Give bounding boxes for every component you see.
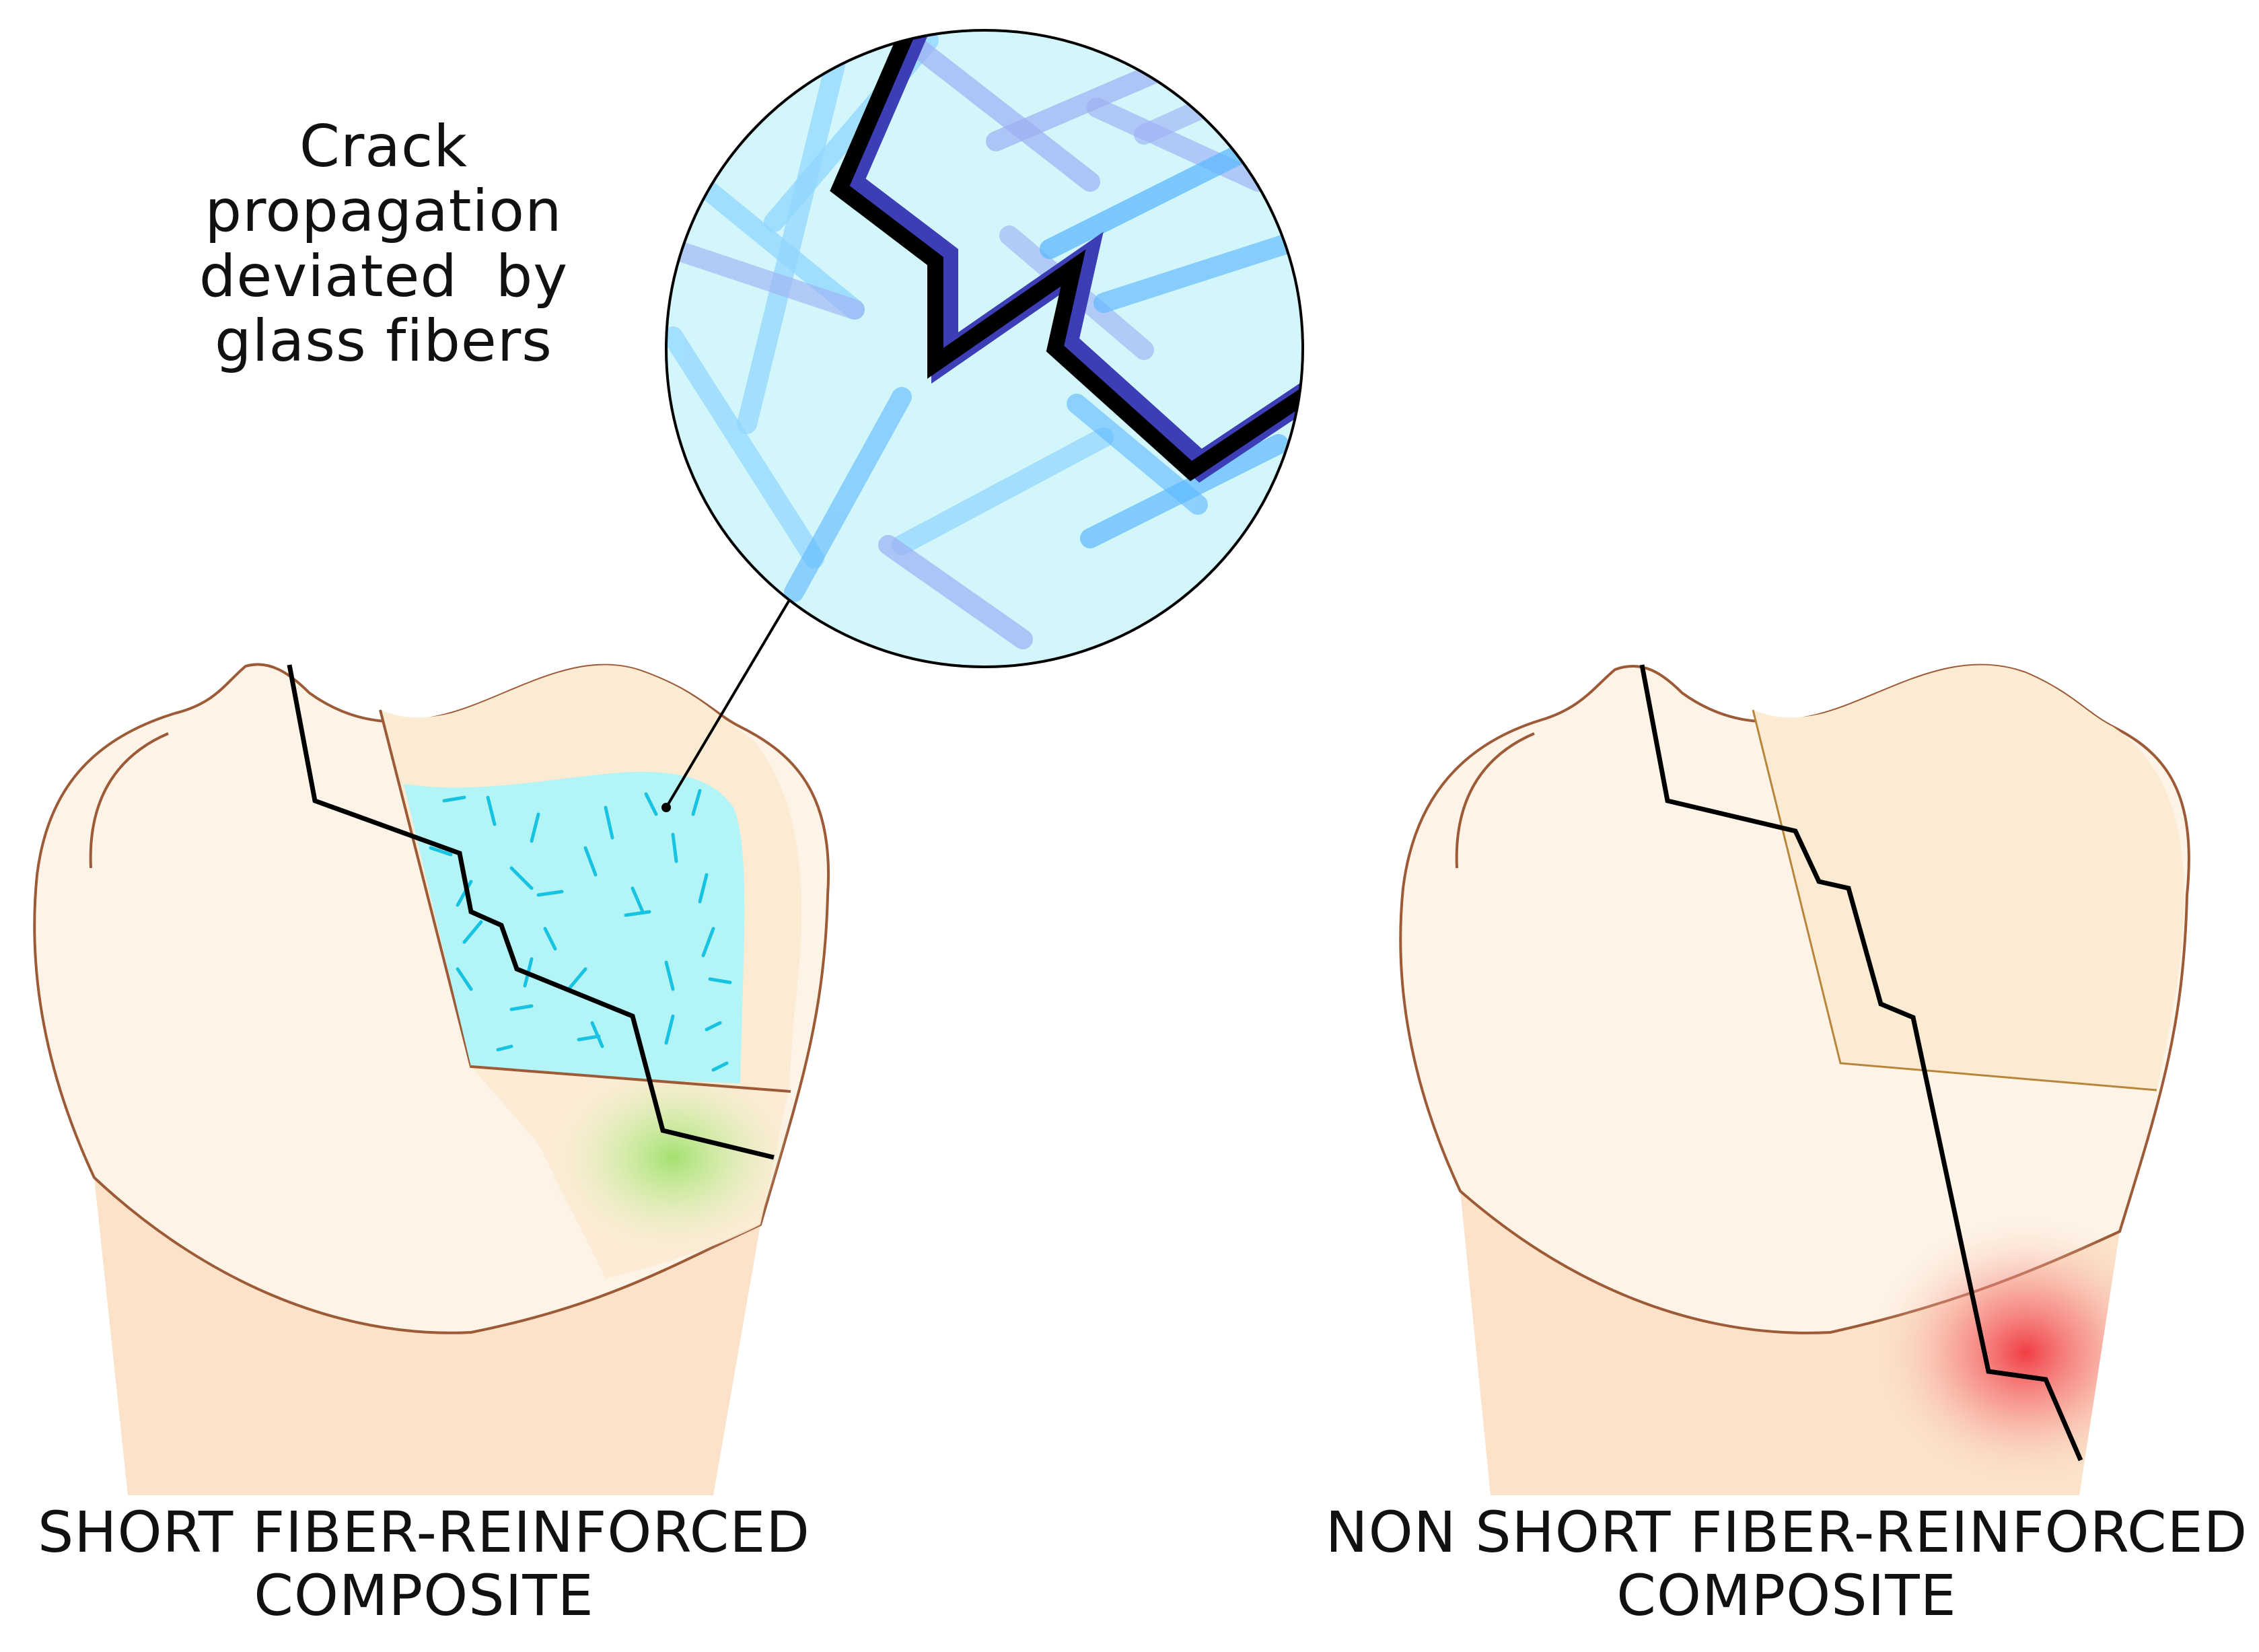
left-stress-glow-green xyxy=(545,1056,801,1258)
callout-line-4: glass fibers xyxy=(215,307,552,375)
right-stress-glow-red xyxy=(1871,1218,2180,1487)
magnifier xyxy=(665,29,1304,668)
left-tooth xyxy=(33,591,830,1495)
caption-right-line-2: COMPOSITE xyxy=(1616,1563,1957,1629)
magnifier-crack xyxy=(830,30,1303,482)
magnifier-outline xyxy=(665,29,1304,668)
left-crack xyxy=(287,664,775,1160)
left-fiber-dashes xyxy=(429,789,732,1072)
left-tooth-root xyxy=(94,1178,760,1495)
callout-line-2: propagation xyxy=(205,178,563,246)
right-restoration xyxy=(1753,665,2184,1090)
left-restoration-base-line xyxy=(470,1065,791,1093)
right-tooth xyxy=(1399,663,2190,1495)
callout-text: Crack propagation deviated by glass fibe… xyxy=(155,113,612,375)
caption-right: NON SHORT FIBER-REINFORCED COMPOSITE xyxy=(1319,1501,2254,1627)
right-tooth-cusp-line xyxy=(1455,732,1535,869)
caption-left: SHORT FIBER-REINFORCED COMPOSITE xyxy=(20,1501,828,1627)
left-fiber-composite xyxy=(404,772,745,1083)
caption-left-line-2: COMPOSITE xyxy=(254,1563,594,1629)
callout-leader-line xyxy=(665,591,795,809)
callout-line-1: Crack xyxy=(299,113,468,180)
callout-line-3: deviated by xyxy=(199,242,569,310)
left-tooth-cusp-line xyxy=(89,732,169,869)
right-crack xyxy=(1639,664,2083,1462)
magnifier-fibers xyxy=(666,30,1303,649)
callout-leader-dot xyxy=(661,803,671,812)
caption-right-line-1: NON SHORT FIBER-REINFORCED xyxy=(1325,1499,2248,1565)
caption-left-line-1: SHORT FIBER-REINFORCED xyxy=(37,1499,810,1565)
